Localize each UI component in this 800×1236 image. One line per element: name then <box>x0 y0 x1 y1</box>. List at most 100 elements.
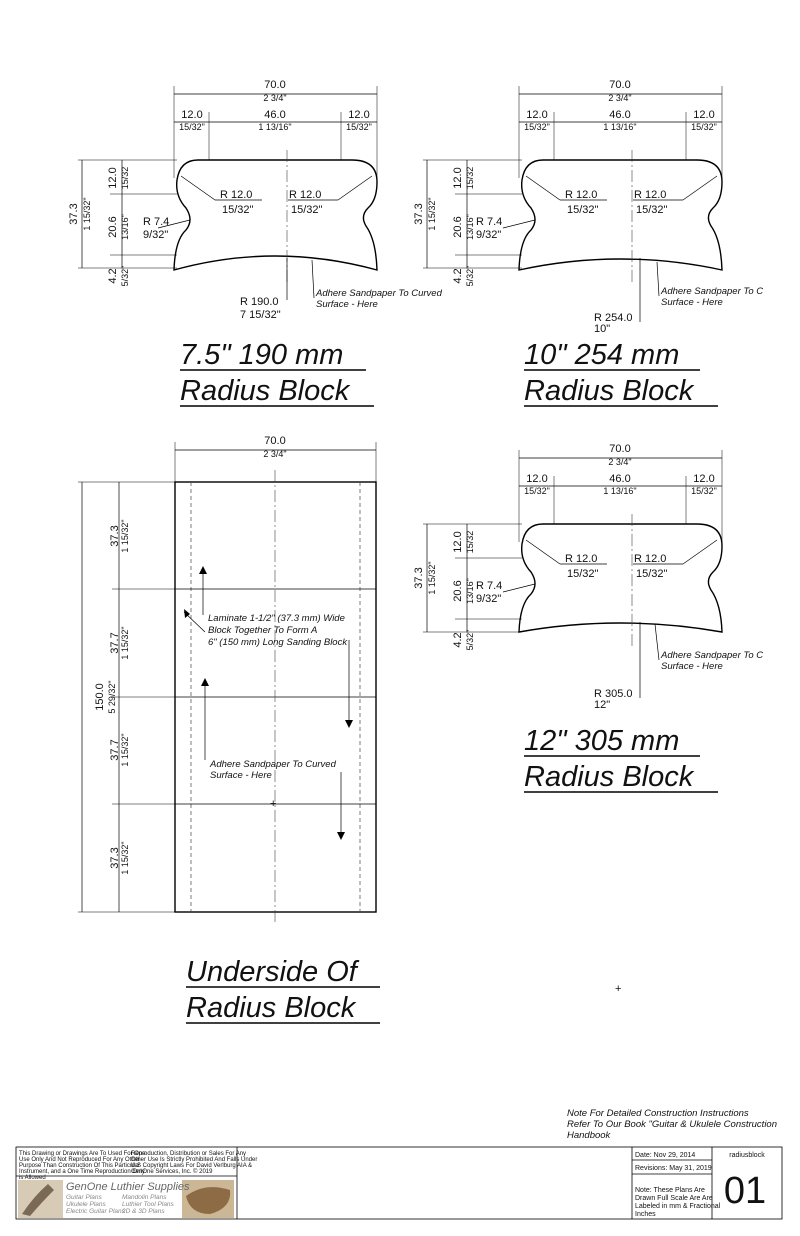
right-mm: 12.0 <box>693 109 714 121</box>
seg4-mm: 37.3 <box>109 847 121 868</box>
copyright-4: GenOne Services, Inc. © 2019 <box>131 1168 213 1175</box>
disclaimer-5: is Allowed <box>19 1175 46 1181</box>
disclaimer-4: Instrument, and a One Time Reproduction … <box>19 1169 145 1175</box>
top-in: 15/32 <box>465 167 475 190</box>
right-in: 15/32" <box>346 122 372 132</box>
width-mm: 70.0 <box>264 435 285 447</box>
mid-height-in: 13/16" <box>465 214 475 240</box>
view-title-line1: Underside Of <box>186 956 360 988</box>
title-block: This Drawing or Drawings Are To Used For… <box>15 1146 783 1220</box>
plan-note-3: Labeled in mm & Fractional <box>635 1203 721 1210</box>
width-in: 2 3/4" <box>608 93 631 103</box>
right-in: 15/32" <box>691 122 717 132</box>
r-right-in: 15/32" <box>636 204 668 216</box>
construction-footnote: Note For Detailed Construction Instructi… <box>567 1108 777 1141</box>
width-mm: 70.0 <box>264 79 285 91</box>
mid-mm: 46.0 <box>609 473 630 485</box>
r-big-in: 10" <box>594 323 610 335</box>
copyright-2: Other Use Is Strictly Prohibited And Fal… <box>131 1157 257 1163</box>
r-small-in: 9/32" <box>476 229 501 241</box>
seg1-mm: 37.3 <box>109 525 121 546</box>
width-in: 2 3/4" <box>608 457 631 467</box>
plan-note-1: Note: These Plans Are <box>635 1187 705 1194</box>
date-label: Date: Nov 29, 2014 <box>635 1152 695 1159</box>
disclaimer-1: This Drawing or Drawings Are To Used For… <box>19 1151 146 1157</box>
copyright-3: U.S Copyright Laws For David Verlburg AI… <box>131 1163 252 1169</box>
footnote-line2: Refer To Our Book "Guitar & Ukulele Cons… <box>567 1119 777 1130</box>
bottom-mm: 4.2 <box>452 632 464 647</box>
block-profile <box>518 523 723 633</box>
mid-in: 1 13/16" <box>603 122 636 132</box>
bottom-in: 5/32" <box>120 266 130 287</box>
sandpaper-note-2: Surface - Here <box>661 661 723 672</box>
sandpaper-note-2: Surface - Here <box>210 770 272 781</box>
radius-block-254-view: 70.0 2 3/4" 12.0 15/32" 46.0 1 13/16" 12… <box>413 79 763 407</box>
view-title-line2: Radius Block <box>186 992 357 1024</box>
sandpaper-note-1: Adhere Sandpaper To C <box>660 650 763 661</box>
r-left-mm: R 12.0 <box>565 553 597 565</box>
right-mm: 12.0 <box>348 109 369 121</box>
view-title-line1: 10" 254 mm <box>524 339 679 371</box>
total-mm: 150.0 <box>94 683 106 711</box>
mid-mm: 46.0 <box>609 109 630 121</box>
r-small-in: 9/32" <box>143 229 168 241</box>
width-mm: 70.0 <box>609 443 630 455</box>
plan-note-4: Inches <box>635 1211 656 1218</box>
mid-height-in: 13/16" <box>465 578 475 604</box>
logo-item-5: Luthier Tool Plans <box>122 1201 175 1208</box>
bottom-mm: 4.2 <box>452 268 464 283</box>
bottom-in: 5/32" <box>465 266 475 287</box>
laminate-note-2: Block Together To Form A <box>208 625 317 636</box>
height-in: 1 15/32" <box>427 197 437 230</box>
mid-in: 1 13/16" <box>258 122 291 132</box>
sandpaper-note-2: Surface - Here <box>316 299 378 310</box>
seg3-in: 1 15/32" <box>120 733 130 766</box>
block-profile <box>173 159 378 271</box>
r-big-mm: R 254.0 <box>594 312 633 324</box>
top-in: 15/32 <box>120 167 130 190</box>
plan-note-2: Drawn Full Scale Are Are <box>635 1195 713 1202</box>
r-right-in: 15/32" <box>291 204 323 216</box>
seg3-mm: 37.7 <box>109 739 121 760</box>
sandpaper-note-2: Surface - Here <box>661 297 723 308</box>
r-left-mm: R 12.0 <box>565 189 597 201</box>
sandpaper-note-1: Adhere Sandpaper To Curved <box>209 759 337 770</box>
total-in: 5 29/32" <box>107 680 117 713</box>
laminate-note-3: 6" (150 mm) Long Sanding Block <box>208 637 348 648</box>
right-mm: 12.0 <box>693 473 714 485</box>
top-mm: 12.0 <box>452 531 464 552</box>
r-big-in: 12" <box>594 699 610 711</box>
view-title-line2: Radius Block <box>524 375 695 407</box>
crosshair-mark: + <box>615 983 621 995</box>
r-big-mm: R 190.0 <box>240 296 279 308</box>
center-mark: + <box>270 798 276 810</box>
footnote-line1: Note For Detailed Construction Instructi… <box>567 1108 749 1119</box>
laminate-note-1: Laminate 1-1/2" (37.3 mm) Wide <box>208 613 345 624</box>
height-in: 1 15/32" <box>427 561 437 594</box>
seg4-in: 1 15/32" <box>120 841 130 874</box>
right-in: 15/32" <box>691 486 717 496</box>
left-mm: 12.0 <box>526 109 547 121</box>
logo-name: GenOne Luthier Supplies <box>66 1181 190 1193</box>
height-in: 1 15/32" <box>82 197 92 230</box>
width-in: 2 3/4" <box>263 449 286 459</box>
radius-block-305-view: 70.0 2 3/4" 12.0 15/32" 46.0 1 13/16" 12… <box>413 443 763 793</box>
r-small-mm: R 7.4 <box>476 580 502 592</box>
r-right-mm: R 12.0 <box>289 189 321 201</box>
width-in: 2 3/4" <box>263 93 286 103</box>
sheet-number: 01 <box>724 1170 766 1212</box>
logo-item-6: 2D & 3D Plans <box>121 1208 165 1215</box>
view-title-line2: Radius Block <box>180 375 351 407</box>
disclaimer-3: Purpose Than Construction Of This Partic… <box>19 1163 140 1169</box>
top-in: 15/32 <box>465 531 475 554</box>
r-left-in: 15/32" <box>567 204 599 216</box>
r-left-in: 15/32" <box>222 204 254 216</box>
mid-height-mm: 20.6 <box>452 580 464 601</box>
mid-mm: 46.0 <box>264 109 285 121</box>
height-mm: 37.3 <box>413 567 425 588</box>
copyright-1: Reproduction, Distribution or Sales For … <box>131 1151 246 1157</box>
sandpaper-note-1: Adhere Sandpaper To Curved <box>315 288 443 299</box>
seg1-in: 1 15/32" <box>120 519 130 552</box>
file-name: radiusblock <box>729 1152 765 1159</box>
